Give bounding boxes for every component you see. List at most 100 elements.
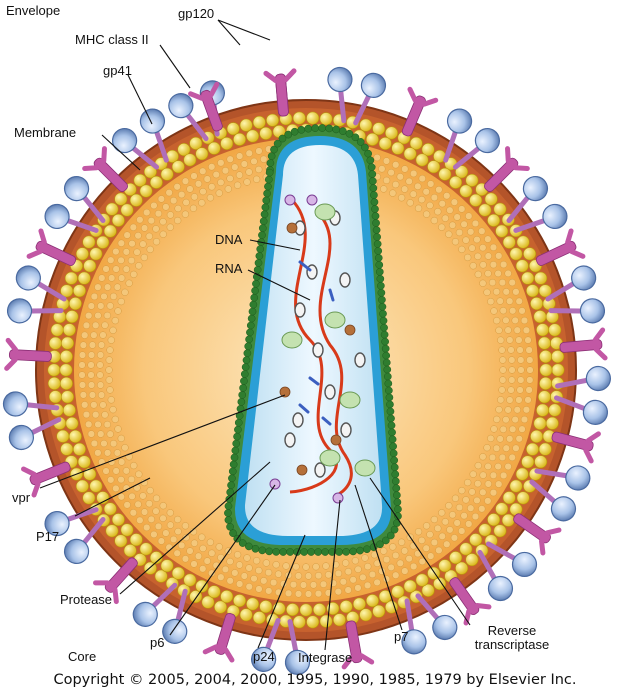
matrix-dot <box>152 225 160 233</box>
matrix-dot <box>410 169 418 178</box>
matrix-dot <box>512 444 520 452</box>
matrix-dot <box>272 561 280 569</box>
matrix-dot <box>488 278 497 287</box>
gp41-stalk <box>506 195 546 233</box>
mhc-class-ii-protein <box>559 327 608 361</box>
lipid-head <box>114 192 128 206</box>
matrix-dot <box>434 524 442 532</box>
lipid-head <box>105 202 119 216</box>
mhc-body <box>535 240 577 266</box>
label-p24: p24 <box>253 649 275 664</box>
core-bead <box>238 539 247 547</box>
core-bead <box>258 231 266 239</box>
matrix-dot <box>97 430 105 438</box>
matrix-dot <box>157 537 166 545</box>
mhc-arm <box>565 228 586 259</box>
core-bead <box>389 449 398 458</box>
rna-strands <box>289 198 353 498</box>
matrix-dot <box>513 326 521 334</box>
matrix-dot <box>169 196 178 205</box>
gp120-gp41-spike <box>477 541 538 602</box>
matrix-dot <box>139 240 147 248</box>
matrix-dot <box>111 415 119 424</box>
core-bead <box>224 502 233 510</box>
lipid-head <box>133 173 147 187</box>
matrix-dot <box>517 356 525 364</box>
core-bead <box>351 133 360 142</box>
matrix-dot <box>471 219 480 228</box>
matrix-dot <box>117 493 125 501</box>
matrix-dot <box>118 458 126 466</box>
matrix-dot <box>497 396 505 404</box>
matrix-dot <box>240 572 248 580</box>
lipid-head <box>427 160 441 174</box>
core-bead <box>244 542 253 551</box>
lipid-head <box>495 224 509 238</box>
matrix-dot <box>101 321 109 329</box>
matrix-dot <box>392 161 400 169</box>
core-bead <box>255 252 264 260</box>
matrix-dot <box>502 444 510 452</box>
matrix-dot <box>430 515 438 524</box>
mhc-body <box>214 612 236 655</box>
matrix-dot <box>504 462 512 471</box>
matrix-dot <box>387 563 395 572</box>
matrix-dot <box>443 192 451 200</box>
gp120-knob <box>63 175 90 202</box>
mhc-arm <box>539 527 562 556</box>
matrix-dot <box>342 559 350 567</box>
core-bead <box>386 407 395 416</box>
matrix-dot <box>322 562 330 570</box>
matrix-dot <box>162 203 170 211</box>
mhc-class-ii-protein <box>21 461 71 498</box>
gp120-knob <box>432 614 458 641</box>
matrix-dot <box>159 502 167 510</box>
matrix-dot <box>441 518 449 526</box>
core-bead <box>385 393 394 402</box>
matrix-dot <box>226 557 234 566</box>
mhc-class-ii-protein <box>93 557 138 605</box>
matrix-dot <box>181 522 190 530</box>
lipid-head <box>207 141 221 155</box>
lipid-head <box>455 165 469 179</box>
matrix-dot <box>190 172 198 180</box>
mhc-body <box>513 513 551 544</box>
gp120-knob <box>63 538 90 565</box>
mhc-arm <box>583 431 601 464</box>
matrix-dot <box>473 496 481 505</box>
matrix-dot <box>199 187 207 196</box>
matrix-dot <box>460 512 468 520</box>
lipid-head <box>534 455 548 469</box>
matrix-dot <box>513 406 521 414</box>
matrix-dot <box>90 331 98 339</box>
core-bead <box>368 170 377 178</box>
matrix-dot <box>97 391 106 399</box>
gp120-gp41-spike <box>44 507 106 565</box>
matrix-dot <box>368 570 377 579</box>
core-bead <box>262 196 271 205</box>
vpr-protein <box>330 434 342 446</box>
lipid-head <box>530 429 544 443</box>
matrix-dot <box>117 434 125 443</box>
matrix-dot <box>102 467 110 475</box>
matrix-dot <box>140 224 149 232</box>
mhc-body <box>484 157 519 192</box>
gp120-knob <box>522 175 549 202</box>
matrix-dot <box>217 553 225 562</box>
core-bead <box>372 219 380 227</box>
matrix-dot <box>518 425 526 433</box>
matrix-dot <box>233 181 242 189</box>
mhc-arm <box>202 644 235 663</box>
matrix-dot <box>245 564 253 572</box>
matrix-dot <box>245 168 253 176</box>
matrix-dot <box>123 231 131 239</box>
matrix-dot <box>240 160 248 168</box>
core-bead <box>259 217 268 226</box>
lipid-head <box>509 479 523 493</box>
label-vpr: vpr <box>12 490 31 505</box>
matrix-dot <box>226 174 234 183</box>
gp120-knob <box>474 127 501 154</box>
matrix-dot <box>512 288 520 296</box>
mhc-class-ii-protein <box>513 513 562 556</box>
core-bead <box>382 536 390 545</box>
